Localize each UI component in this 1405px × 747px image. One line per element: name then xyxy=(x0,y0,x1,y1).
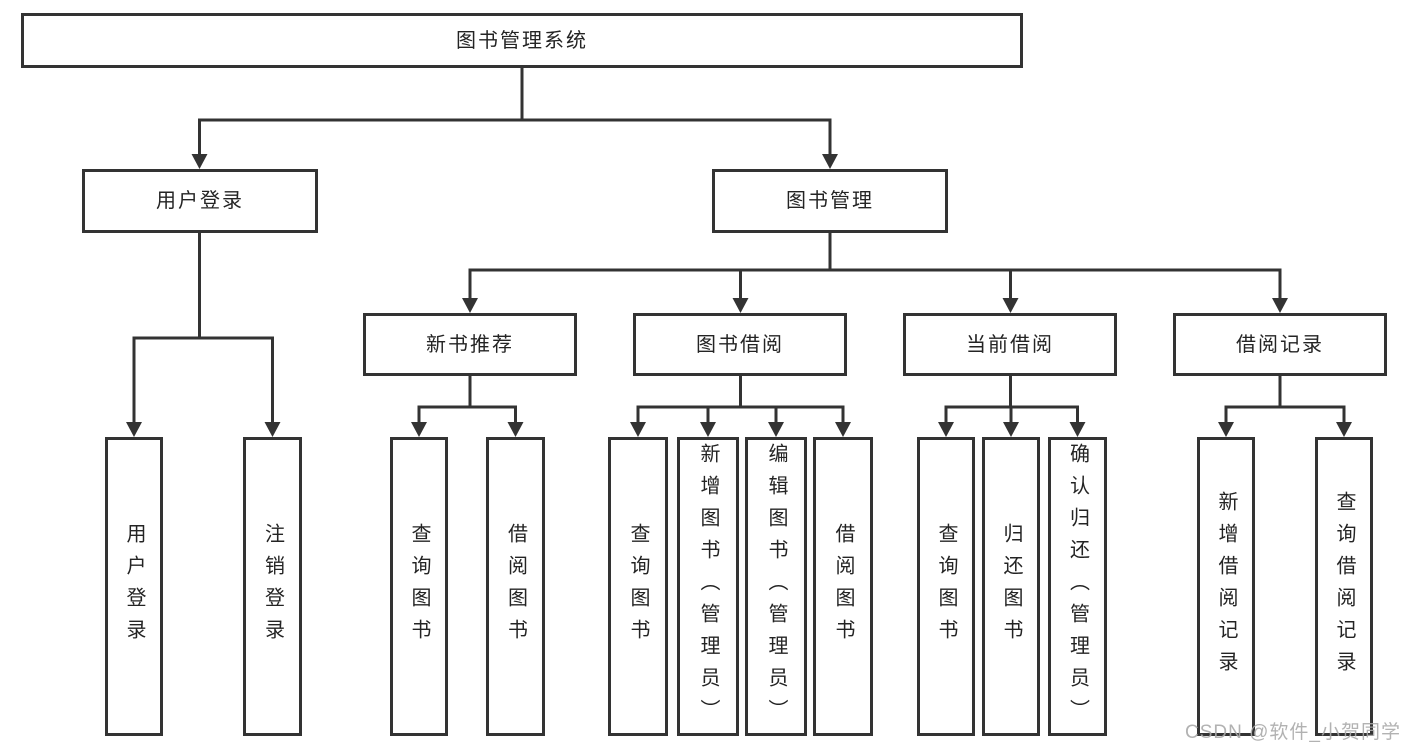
node-book-borrowing: 图书借阅 xyxy=(633,313,847,376)
node-book-management: 图书管理 xyxy=(712,169,948,233)
leaf-query-books-current: 查询图书 xyxy=(917,437,975,736)
leaf-edit-books-admin: 编辑图书（管理员） xyxy=(745,437,807,736)
leaf-add-borrow-record: 新增借阅记录 xyxy=(1197,437,1255,736)
leaf-return-books: 归还图书 xyxy=(982,437,1040,736)
leaf-query-books-borrowing: 查询图书 xyxy=(608,437,668,736)
leaf-borrow-books-borrowing: 借阅图书 xyxy=(813,437,873,736)
node-new-book-recommendation: 新书推荐 xyxy=(363,313,577,376)
node-current-borrowing: 当前借阅 xyxy=(903,313,1117,376)
leaf-query-borrow-record: 查询借阅记录 xyxy=(1315,437,1373,736)
leaf-add-books-admin: 新增图书（管理员） xyxy=(677,437,739,736)
leaf-user-login: 用户登录 xyxy=(105,437,163,736)
leaf-confirm-return-admin: 确认归还（管理员） xyxy=(1048,437,1107,736)
leaf-query-books-recommend: 查询图书 xyxy=(390,437,448,736)
node-user-login-group: 用户登录 xyxy=(82,169,318,233)
node-borrowing-records: 借阅记录 xyxy=(1173,313,1387,376)
leaf-borrow-books-recommend: 借阅图书 xyxy=(486,437,545,736)
node-book-management-system: 图书管理系统 xyxy=(21,13,1023,68)
leaf-logout: 注销登录 xyxy=(243,437,302,736)
